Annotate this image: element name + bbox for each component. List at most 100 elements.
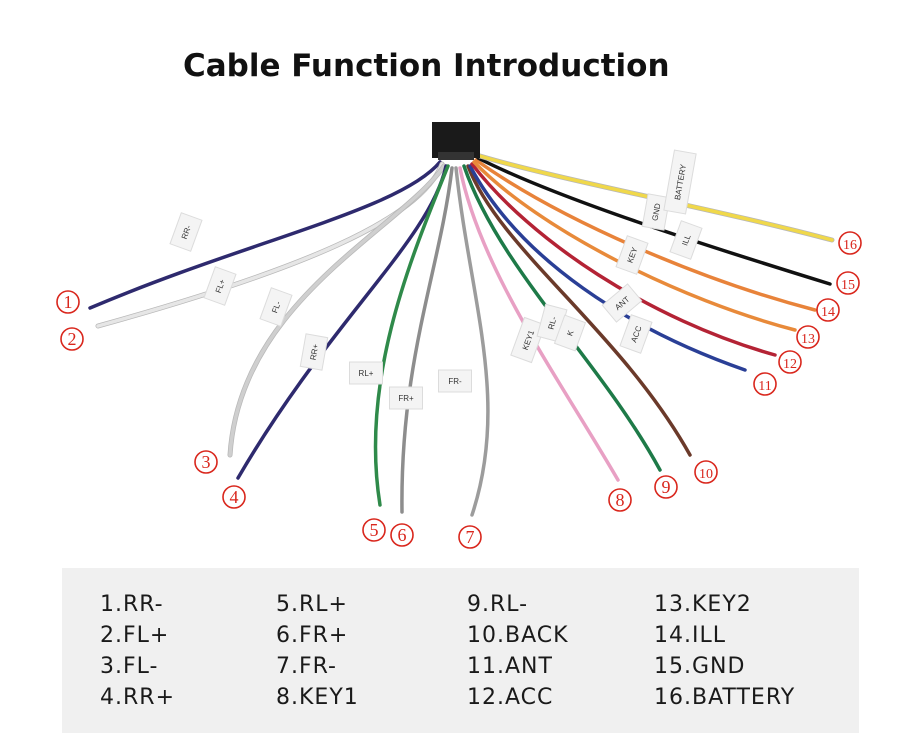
wire-tag-10: K	[553, 314, 587, 352]
callout-circle	[390, 523, 414, 547]
wire-tag-label: ILL	[680, 233, 692, 247]
wire-tag-13: KEY	[615, 235, 649, 275]
callout-circle	[836, 271, 860, 295]
callout-14: 14	[816, 298, 840, 322]
legend-item: 14.ILL	[654, 623, 726, 648]
wire-3	[228, 164, 446, 457]
callout-number: 2	[68, 329, 77, 349]
wire-tag-3: FL-	[259, 287, 293, 327]
wire-tag-label: FL-	[270, 300, 283, 315]
legend-item: 16.BATTERY	[654, 685, 796, 710]
wire-6	[400, 166, 454, 514]
wire-10	[466, 164, 692, 457]
page-title: Cable Function Introduction	[183, 48, 670, 84]
wire-tag-background	[663, 149, 697, 215]
wire-tag-1: RR-	[169, 212, 203, 252]
wire-tag-8: KEY1	[510, 316, 546, 364]
wire-outline	[227, 163, 447, 458]
callout-16: 16	[838, 231, 862, 255]
wire-tag-label: FR-	[448, 377, 462, 386]
wire-1	[88, 160, 442, 310]
wire-tag-5: RL+	[349, 361, 383, 385]
legend-item: 3.FL-	[100, 654, 159, 679]
wire-14	[474, 158, 817, 312]
wire-tag-background	[669, 220, 703, 260]
callout-number: 5	[370, 520, 379, 540]
callout-number: 8	[616, 490, 625, 510]
callout-number: 13	[801, 332, 815, 347]
callout-11: 11	[753, 372, 777, 396]
wire-tag-background	[510, 316, 546, 364]
wire-tag-background	[169, 212, 203, 252]
wire-tag-background	[641, 193, 671, 231]
callout-circle	[222, 485, 246, 509]
wire-tag-12: ANT	[601, 283, 643, 323]
callout-circle	[778, 350, 802, 374]
callout-number: 16	[843, 238, 857, 253]
callout-6: 6	[390, 523, 414, 547]
legend-item: 6.FR+	[276, 623, 349, 648]
callout-circle	[362, 518, 386, 542]
wire-tag-15: GND	[641, 193, 671, 231]
callout-1: 1	[56, 290, 80, 314]
wire-tag-background	[438, 369, 472, 393]
callout-circle	[838, 231, 862, 255]
callout-2: 2	[60, 327, 84, 351]
wire-13	[472, 160, 797, 332]
callout-number: 11	[758, 379, 771, 394]
wire-tag-4: RR+	[299, 333, 329, 371]
callout-number: 7	[466, 527, 475, 547]
callout-circle	[458, 525, 482, 549]
wire-tag-background	[203, 266, 237, 306]
callout-5: 5	[362, 518, 386, 542]
wire-tag-background	[299, 333, 329, 371]
callout-circle	[56, 290, 80, 314]
legend-item: 4.RR+	[100, 685, 175, 710]
callout-circle	[694, 460, 718, 484]
callout-number: 9	[662, 477, 671, 497]
wire-tag-background	[389, 386, 423, 410]
legend-item: 1.RR-	[100, 592, 164, 617]
callout-circle	[816, 298, 840, 322]
wire-11	[468, 164, 747, 372]
wire-tag-11: ACC	[619, 314, 653, 354]
callout-13: 13	[796, 325, 820, 349]
wire-tag-label: RR+	[309, 343, 321, 361]
wire-5	[373, 164, 450, 507]
wire-16	[478, 154, 834, 242]
callout-10: 10	[694, 460, 718, 484]
legend-item: 9.RL-	[467, 592, 529, 617]
callout-circle	[60, 327, 84, 351]
callout-circle	[654, 475, 678, 499]
callout-9: 9	[654, 475, 678, 499]
legend-item: 12.ACC	[467, 685, 554, 710]
legend-item: 11.ANT	[467, 654, 553, 679]
callout-number: 3	[202, 452, 211, 472]
wire-tag-background	[615, 235, 649, 275]
callout-circle	[194, 450, 218, 474]
wire-tag-label: GND	[651, 202, 663, 221]
wire-tag-label: RL+	[359, 369, 374, 378]
callout-circle	[753, 372, 777, 396]
wire-tag-background	[553, 314, 587, 352]
callout-number: 15	[841, 278, 855, 293]
legend-item: 2.FL+	[100, 623, 170, 648]
wire-tag-14: ILL	[669, 220, 703, 260]
wire-tag-label: FR+	[398, 394, 414, 403]
legend-item: 10.BACK	[467, 623, 569, 648]
wire-tag-2: FL+	[203, 266, 237, 306]
wire-tag-7: FR-	[438, 369, 472, 393]
callout-number: 10	[699, 467, 713, 482]
connector-base	[438, 152, 474, 160]
wire-tag-label: RL-	[546, 315, 558, 330]
legend-item: 7.FR-	[276, 654, 337, 679]
legend-item: 5.RL+	[276, 592, 348, 617]
callout-number: 12	[783, 357, 797, 372]
callout-number: 1	[64, 292, 73, 312]
callout-number: 14	[821, 305, 835, 320]
callout-12: 12	[778, 350, 802, 374]
